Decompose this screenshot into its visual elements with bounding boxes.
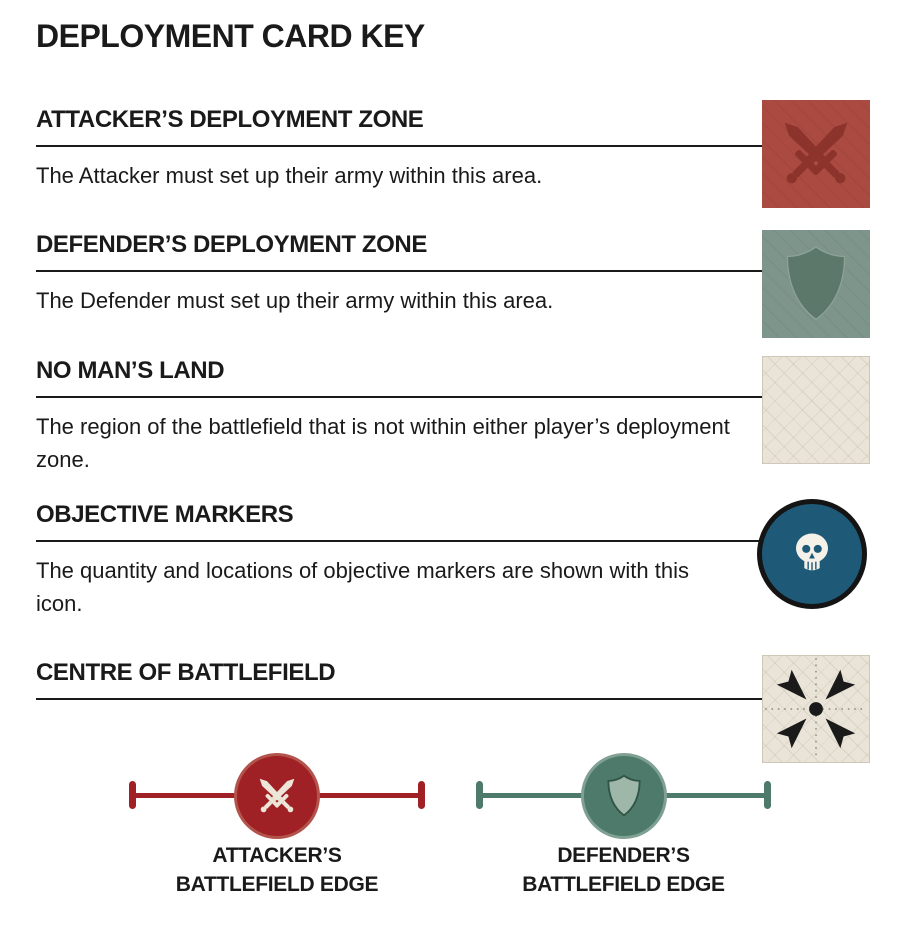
section-heading-objective-markers: OBJECTIVE MARKERS <box>36 501 294 528</box>
attacker-edge-cap-left <box>129 781 136 809</box>
section-no-mans-land: NO MAN’S LAND The region of the battlefi… <box>36 357 870 476</box>
defender-edge-cap-left <box>476 781 483 809</box>
page-title: DEPLOYMENT CARD KEY <box>36 18 425 54</box>
section-description-defender-zone: The Defender must set up their army with… <box>36 288 554 313</box>
section-defender-deployment-zone: DEFENDER’S DEPLOYMENT ZONE The Defender … <box>36 231 870 317</box>
divider-line <box>36 698 762 700</box>
defender-battlefield-edge: DEFENDER’S BATTLEFIELD EDGE <box>476 753 771 903</box>
crossed-swords-roundel-icon <box>234 753 320 839</box>
section-heading-attacker-zone: ATTACKER’S DEPLOYMENT ZONE <box>36 106 424 133</box>
section-objective-markers: OBJECTIVE MARKERS The quantity and locat… <box>36 501 870 620</box>
shield-roundel-icon <box>580 753 667 839</box>
attacker-edge-cap-right <box>418 781 425 809</box>
crossed-swords-icon <box>253 772 301 818</box>
defender-zone-swatch <box>762 230 870 338</box>
centre-convergence-icon <box>765 658 867 760</box>
defender-edge-cap-right <box>764 781 771 809</box>
divider-line <box>36 540 762 542</box>
section-description-attacker-zone: The Attacker must set up their army with… <box>36 163 543 188</box>
section-heading-no-mans-land: NO MAN’S LAND <box>36 357 225 384</box>
centre-of-battlefield-swatch <box>762 655 870 763</box>
shield-icon <box>786 246 846 321</box>
defender-edge-label: DEFENDER’S BATTLEFIELD EDGE <box>476 841 771 899</box>
attacker-zone-swatch <box>762 100 870 208</box>
attacker-edge-label-line1: ATTACKER’S <box>212 844 342 867</box>
objective-marker-swatch <box>757 499 867 609</box>
divider-line <box>36 145 762 147</box>
crossed-swords-icon <box>773 111 859 193</box>
attacker-edge-label: ATTACKER’S BATTLEFIELD EDGE <box>129 841 425 899</box>
defender-edge-label-line2: BATTLEFIELD EDGE <box>522 873 725 896</box>
no-mans-land-swatch <box>762 356 870 464</box>
divider-line <box>36 396 762 398</box>
section-description-no-mans-land: The region of the battlefield that is no… <box>36 414 730 472</box>
attacker-edge-label-line2: BATTLEFIELD EDGE <box>175 873 379 896</box>
section-heading-centre: CENTRE OF BATTLEFIELD <box>36 659 336 686</box>
shield-icon <box>606 774 641 817</box>
divider-line <box>36 270 762 272</box>
defender-edge-label-line1: DEFENDER’S <box>557 844 690 867</box>
section-heading-defender-zone: DEFENDER’S DEPLOYMENT ZONE <box>36 231 427 258</box>
attacker-battlefield-edge: ATTACKER’S BATTLEFIELD EDGE <box>129 753 425 903</box>
section-description-objective-markers: The quantity and locations of objective … <box>36 558 689 616</box>
section-attacker-deployment-zone: ATTACKER’S DEPLOYMENT ZONE The Attacker … <box>36 106 870 192</box>
skull-icon <box>796 533 828 571</box>
section-centre-of-battlefield: CENTRE OF BATTLEFIELD <box>36 659 870 700</box>
